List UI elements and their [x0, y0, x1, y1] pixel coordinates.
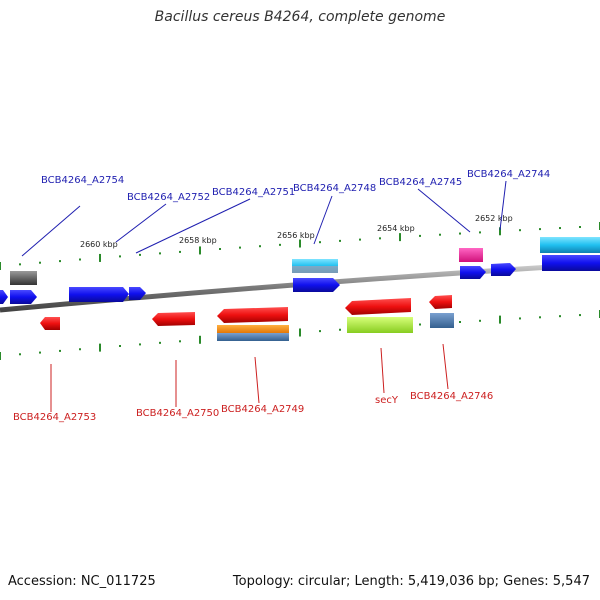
gene-box-reverse[interactable] — [347, 317, 413, 333]
gene-arrow-forward[interactable] — [0, 290, 8, 304]
gene-box-reverse[interactable] — [217, 325, 289, 334]
reverse-gene-track — [40, 295, 454, 341]
gene-arrow-reverse[interactable] — [40, 317, 60, 330]
gene-box-forward[interactable] — [540, 237, 600, 253]
gene-arrow-forward[interactable] — [460, 266, 486, 279]
leader-line — [313, 195, 333, 245]
gene-label-BCB4264_A2754[interactable]: BCB4264_A2754 — [41, 175, 124, 186]
gene-arrow-forward[interactable] — [491, 263, 516, 276]
gene-box-reverse[interactable] — [430, 313, 454, 328]
gene-arrow-reverse[interactable] — [152, 312, 195, 326]
leader-line — [442, 343, 449, 390]
gene-label-BCB4264_A2744[interactable]: BCB4264_A2744 — [467, 169, 550, 180]
gene-label-BCB4264_A2750[interactable]: BCB4264_A2750 — [136, 408, 219, 419]
gene-arrow-forward[interactable] — [10, 290, 37, 304]
gene-arrow-reverse[interactable] — [429, 295, 452, 309]
leader-line — [135, 198, 251, 254]
gene-arrow-reverse[interactable] — [345, 298, 411, 315]
gene-label-BCB4264_A2753[interactable]: BCB4264_A2753 — [13, 412, 96, 423]
scale-tick-label: 2652 kbp — [475, 214, 513, 223]
leader-line — [499, 180, 507, 231]
inner-tick-ring — [0, 310, 600, 360]
forward-gene-labels: BCB4264_A2754 BCB4264_A2752 BCB4264_A275… — [21, 169, 550, 257]
gene-label-secY[interactable]: secY — [375, 395, 399, 406]
scale-tick-label: 2654 kbp — [377, 224, 415, 233]
gene-box-forward[interactable] — [10, 271, 37, 285]
gene-box-reverse[interactable] — [217, 333, 289, 341]
reverse-gene-labels: BCB4264_A2753 BCB4264_A2750 BCB4264_A274… — [13, 343, 493, 423]
outer-tick-ring — [0, 222, 600, 270]
forward-gene-track — [0, 237, 600, 304]
leader-line — [115, 203, 167, 243]
figure-title: Bacillus cereus B4264, complete genome — [154, 9, 446, 25]
gene-label-BCB4264_A2745[interactable]: BCB4264_A2745 — [379, 177, 462, 188]
accession-label: Accession: NC_011725 — [8, 574, 156, 589]
scale-tick-label: 2658 kbp — [179, 236, 217, 245]
gene-arrow-forward[interactable] — [129, 287, 146, 300]
gene-arrow-forward[interactable] — [69, 287, 129, 302]
gene-box-forward[interactable] — [459, 248, 483, 262]
gene-label-BCB4264_A2749[interactable]: BCB4264_A2749 — [221, 404, 304, 415]
gene-label-BCB4264_A2746[interactable]: BCB4264_A2746 — [410, 391, 493, 402]
leader-line — [417, 188, 471, 233]
leader-line — [21, 205, 81, 257]
gene-box-forward[interactable] — [542, 255, 600, 271]
gene-label-BCB4264_A2752[interactable]: BCB4264_A2752 — [127, 192, 210, 203]
gene-arrow-forward[interactable] — [293, 278, 340, 292]
scale-tick-label: 2656 kbp — [277, 231, 315, 240]
leader-line — [254, 356, 260, 404]
gene-box-forward — [292, 266, 338, 273]
gene-arrow-reverse[interactable] — [217, 307, 288, 323]
gene-label-BCB4264_A2748[interactable]: BCB4264_A2748 — [293, 183, 376, 194]
scale-tick-label: 2660 kbp — [80, 240, 118, 249]
leader-line — [380, 347, 385, 394]
genome-summary-label: Topology: circular; Length: 5,419,036 bp… — [232, 574, 590, 589]
gene-label-BCB4264_A2751[interactable]: BCB4264_A2751 — [212, 187, 295, 198]
